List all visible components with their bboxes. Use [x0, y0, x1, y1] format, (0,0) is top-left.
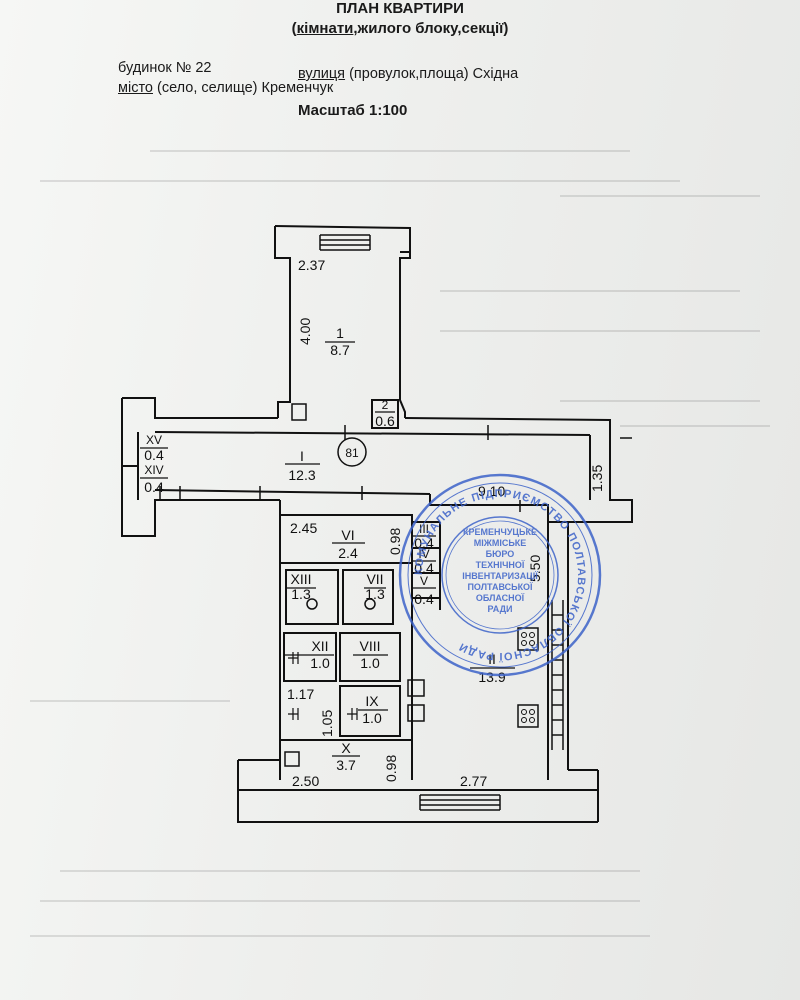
room-vi-number: VI	[341, 527, 354, 543]
room-xii-number: XII	[311, 638, 328, 654]
dim-room1-width: 2.37	[298, 257, 325, 273]
room-1-number: 1	[336, 325, 344, 341]
apartment-number: 81	[345, 446, 359, 460]
room-ii-number: II	[488, 651, 496, 667]
document-subtitle: (кімнати,жилого блоку,секції)	[291, 20, 509, 37]
room-iv-number: IV	[418, 547, 429, 561]
dim-room-ix-width: 1.17	[287, 686, 314, 702]
svg-text:КРЕМЕНЧУЦЬКЕ: КРЕМЕНЧУЦЬКЕ	[463, 527, 537, 537]
room-xiv-area: 0.4	[144, 479, 164, 495]
room-i-number: I	[300, 448, 304, 464]
room-2-number: 2	[382, 398, 389, 412]
room-1-area: 8.7	[330, 342, 350, 358]
street-label: вулиця	[298, 66, 346, 82]
street-suffix: (провулок,площа)	[349, 66, 469, 82]
subtitle-rooms: кімнати	[296, 20, 354, 37]
room-xv-area: 0.4	[144, 447, 164, 463]
svg-text:ПОЛТАВСЬКОЇ: ПОЛТАВСЬКОЇ	[467, 582, 533, 592]
room-ii-area: 13.9	[478, 669, 505, 685]
house-label: будинок №	[118, 60, 192, 76]
document-title: ПЛАН КВАРТИРИ	[336, 0, 464, 17]
room-iii-area: 0.4	[414, 535, 434, 551]
room-i-area: 12.3	[288, 467, 315, 483]
svg-text:ОБЛАСНОЇ: ОБЛАСНОЇ	[476, 593, 525, 603]
room-v-area: 0.4	[414, 591, 434, 607]
room-v-number: V	[420, 574, 428, 588]
dim-room-ii-length: 5.50	[527, 555, 543, 582]
dim-room-x-width: 2.50	[292, 773, 319, 789]
dim-corridor-length: 9.10	[478, 483, 505, 499]
street-line: вулиця (провулок,площа) Східна	[298, 66, 518, 82]
city-label: місто	[118, 80, 153, 96]
room-ix-number: IX	[365, 693, 379, 709]
dim-room-ii-width: 2.77	[460, 773, 487, 789]
room-viii-number: VIII	[359, 638, 380, 654]
house-number: 22	[195, 60, 212, 76]
room-xiii-number: XIII	[290, 571, 311, 587]
dim-room-vi-width: 2.45	[290, 520, 317, 536]
dim-room-x-depth: 0.98	[383, 755, 399, 782]
svg-text:РАДИ: РАДИ	[488, 604, 513, 614]
room-viii-area: 1.0	[360, 655, 380, 671]
room-2-area: 0.6	[375, 413, 395, 429]
dim-room-ix-depth: 1.05	[319, 710, 335, 737]
city-line: місто (село, селище) Кременчук	[118, 80, 333, 96]
room-xii-area: 1.0	[310, 655, 330, 671]
room-iv-area: 0.4	[414, 560, 434, 576]
room-xv-number: XV	[146, 433, 162, 447]
street-value: Східна	[472, 66, 519, 82]
city-suffix: (село, селище)	[157, 80, 258, 96]
room-vii-area: 1.3	[365, 586, 385, 602]
dim-room1-length: 4.00	[297, 318, 313, 345]
house-line: будинок № 22	[118, 60, 212, 76]
room-vii-number: VII	[366, 571, 383, 587]
city-value: Кременчук	[261, 80, 334, 96]
scale-label: Масштаб 1:100	[298, 102, 408, 119]
svg-text:ІНВЕНТАРИЗАЦІЇ: ІНВЕНТАРИЗАЦІЇ	[462, 571, 538, 581]
svg-text:МІЖМІСЬКЕ: МІЖМІСЬКЕ	[474, 538, 527, 548]
dim-corridor-width: 1.35	[589, 465, 605, 492]
room-xiv-number: XIV	[144, 463, 163, 477]
dim-room-vi-depth: 0.98	[387, 528, 403, 555]
room-x-number: X	[341, 740, 351, 756]
svg-text:ТЕХНІЧНОЇ: ТЕХНІЧНОЇ	[476, 560, 525, 570]
room-vi-area: 2.4	[338, 545, 358, 561]
room-x-area: 3.7	[336, 757, 356, 773]
room-iii-number: III	[419, 522, 429, 536]
svg-text:БЮРО: БЮРО	[486, 549, 515, 559]
room-ix-area: 1.0	[362, 710, 382, 726]
room-xiii-area: 1.3	[291, 586, 311, 602]
